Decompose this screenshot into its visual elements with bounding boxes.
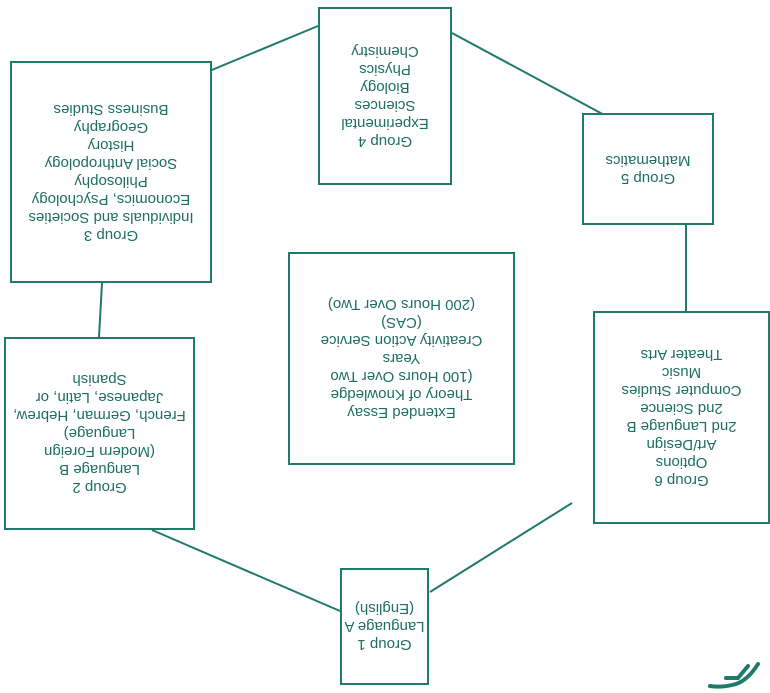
logo-mark-fragment bbox=[708, 662, 760, 689]
connector-group2-group1 bbox=[151, 529, 341, 612]
group3-text-line: Group 3 bbox=[83, 227, 139, 244]
group6-text-line: Theater Arts bbox=[640, 346, 723, 364]
group6-text-line: Art/Design bbox=[646, 436, 717, 454]
group4-text-line: Chemistry bbox=[351, 43, 419, 60]
group3-text-line: Economics, Psychology bbox=[31, 191, 191, 208]
group5-text-line: Mathematics bbox=[605, 152, 691, 169]
group3-text-line: Geography bbox=[73, 119, 149, 136]
connector-group3-group2 bbox=[98, 282, 103, 338]
group3-text-line: Individuals and Societies bbox=[28, 209, 194, 226]
group2-text-line: Spanish bbox=[72, 371, 127, 389]
group6-text-line: Options bbox=[655, 454, 708, 472]
core-text-line: (200 Hours Over Two) bbox=[327, 296, 476, 314]
group2-text-line: (Modern Foreign bbox=[44, 443, 155, 461]
group6-text-line: 2nd Science bbox=[640, 400, 723, 418]
group1-text-line: Language A bbox=[344, 618, 425, 636]
group4-text-line: Sciences bbox=[354, 97, 416, 114]
connector-group1-group6 bbox=[429, 502, 573, 593]
group2-text-line: Japanese, Latin, or bbox=[35, 389, 164, 407]
group4-text-line: Biology bbox=[360, 79, 410, 96]
group3-text-line: History bbox=[87, 137, 135, 154]
group6-text-line: 2nd Language B bbox=[626, 418, 737, 436]
group5-text-line: Group 5 bbox=[620, 170, 676, 187]
core-text-line: (CAS) bbox=[381, 314, 422, 332]
core-text-line: Creativity Action Service bbox=[320, 332, 483, 350]
group3-text-line: Philosophy bbox=[74, 173, 148, 190]
group6-text-line: Computer Studies bbox=[621, 382, 742, 400]
group2-text-line: Language) bbox=[63, 425, 136, 443]
group1-text-line: (English) bbox=[354, 600, 415, 618]
core-text-line: Years bbox=[382, 350, 421, 368]
group1-text-line: Group 1 bbox=[357, 636, 412, 654]
group3-text-line: Social Anthropology bbox=[44, 155, 178, 172]
group6-text-line: Music bbox=[661, 364, 702, 382]
group6-text-line: Group 6 bbox=[654, 472, 709, 490]
group4-text-line: Group 4 bbox=[357, 133, 413, 150]
core-text-line: (100 Hours Over Two bbox=[330, 368, 473, 386]
group2-text-line: Language B bbox=[59, 461, 140, 479]
group2-text-line: French, German, Hebrew, bbox=[13, 407, 186, 425]
core-text-line: Theory of Knowledge bbox=[330, 386, 473, 404]
group4-text-line: Experimental bbox=[341, 115, 429, 132]
core-text-line: Extended Essay bbox=[347, 404, 456, 422]
group4-text-line: Physics bbox=[359, 61, 411, 78]
group3-text-line: Business Studies bbox=[53, 101, 169, 118]
group2-text-line: Group 2 bbox=[72, 479, 127, 497]
